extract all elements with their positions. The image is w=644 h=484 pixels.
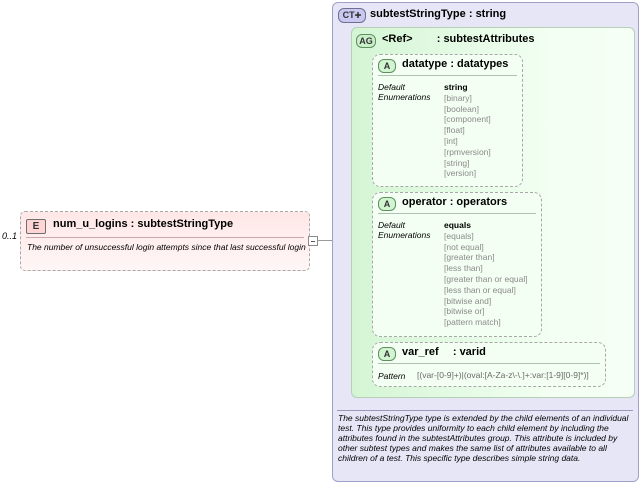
type-separator: : bbox=[449, 196, 457, 208]
type-separator: : bbox=[130, 218, 138, 230]
pattern-label: Pattern bbox=[378, 371, 406, 381]
pattern-value: [(var-[0-9]+)|(oval:[A-Za-z\-\.]+:var:[1… bbox=[417, 370, 589, 380]
enumeration-item: [pattern match] bbox=[444, 317, 501, 328]
element-description: The number of unsuccessful login attempt… bbox=[27, 242, 306, 252]
attribute-name: datatype bbox=[402, 58, 448, 70]
enumeration-item: [greater than] bbox=[444, 252, 495, 263]
enumeration-item: [boolean] bbox=[444, 103, 479, 114]
enumeration-item: [bitwise or] bbox=[444, 306, 485, 317]
attribute-title: datatype : datatypes bbox=[402, 58, 508, 70]
default-value: string bbox=[444, 82, 468, 92]
attribute-operator[interactable]: A operator : operators Default Enumerati… bbox=[372, 192, 542, 337]
element-name: num_u_logins bbox=[53, 218, 128, 230]
connector-element-to-type bbox=[317, 240, 332, 241]
enumeration-item: [rpmversion] bbox=[444, 146, 491, 157]
default-value: equals bbox=[444, 220, 471, 230]
enumeration-item: [string] bbox=[444, 157, 470, 168]
type-separator: : bbox=[450, 58, 458, 70]
complex-type-description: The subtestStringType type is extended b… bbox=[338, 413, 629, 463]
default-label: Default bbox=[378, 220, 405, 230]
attribute-name: var_ref bbox=[402, 346, 439, 358]
complex-type-icon: CT✚ bbox=[338, 8, 366, 23]
complex-type-divider bbox=[337, 410, 633, 411]
attribute-icon: A bbox=[378, 347, 396, 361]
attribute-group-title: <Ref> : subtestAttributes bbox=[382, 33, 535, 45]
enumeration-list: string [binary] [boolean] [component] [f… bbox=[444, 82, 491, 179]
element-box[interactable]: E num_u_logins : subtestStringType The n… bbox=[20, 211, 310, 271]
attribute-title: var_ref : varid bbox=[402, 346, 486, 358]
attribute-icon: A bbox=[378, 59, 396, 73]
enumeration-item: [less than or equal] bbox=[444, 284, 516, 295]
default-label: Default bbox=[378, 82, 405, 92]
type-separator: : bbox=[452, 346, 460, 358]
element-divider bbox=[26, 237, 304, 238]
attribute-divider bbox=[378, 213, 536, 214]
element-occurrence: 0..1 bbox=[2, 231, 18, 241]
enumeration-item: [not equal] bbox=[444, 241, 484, 252]
attribute-type: datatypes bbox=[457, 58, 509, 70]
enumeration-item: [equals] bbox=[444, 230, 474, 241]
enumeration-item: [component] bbox=[444, 114, 491, 125]
enumeration-item: [int] bbox=[444, 135, 458, 146]
attribute-title: operator : operators bbox=[402, 196, 507, 208]
element-icon: E bbox=[26, 219, 46, 234]
attribute-datatype[interactable]: A datatype : datatypes Default Enumerati… bbox=[372, 54, 523, 187]
attribute-type: varid bbox=[459, 346, 486, 358]
collapse-toggle-icon[interactable] bbox=[308, 236, 318, 246]
attribute-group-name: subtestAttributes bbox=[443, 33, 535, 45]
enumeration-list: equals [equals] [not equal] [greater tha… bbox=[444, 220, 528, 328]
element-title: num_u_logins : subtestStringType bbox=[53, 218, 233, 230]
attribute-divider bbox=[378, 363, 600, 364]
enumeration-item: [less than] bbox=[444, 263, 483, 274]
enumeration-item: [version] bbox=[444, 168, 477, 179]
attribute-icon: A bbox=[378, 197, 396, 211]
attribute-group-icon: AG bbox=[356, 34, 376, 48]
enumeration-item: [binary] bbox=[444, 92, 472, 103]
attribute-divider bbox=[378, 75, 517, 76]
attribute-type: operators bbox=[456, 196, 508, 208]
attribute-group-ref: <Ref> bbox=[382, 33, 413, 45]
complex-type-title: subtestStringType : string bbox=[370, 8, 506, 20]
enumerations-label: Enumerations bbox=[378, 230, 431, 240]
type-separator: : bbox=[436, 33, 444, 45]
type-separator: : bbox=[468, 8, 476, 20]
enumeration-item: [greater than or equal] bbox=[444, 273, 528, 284]
attribute-var-ref[interactable]: A var_ref : varid Pattern [(var-[0-9]+)|… bbox=[372, 342, 606, 387]
complex-type-base: string bbox=[475, 8, 507, 20]
enumeration-item: [float] bbox=[444, 125, 465, 136]
attribute-name: operator bbox=[402, 196, 447, 208]
enumerations-label: Enumerations bbox=[378, 92, 431, 102]
enumeration-item: [bitwise and] bbox=[444, 295, 492, 306]
element-type: subtestStringType bbox=[137, 218, 234, 230]
complex-type-name: subtestStringType bbox=[370, 8, 466, 20]
